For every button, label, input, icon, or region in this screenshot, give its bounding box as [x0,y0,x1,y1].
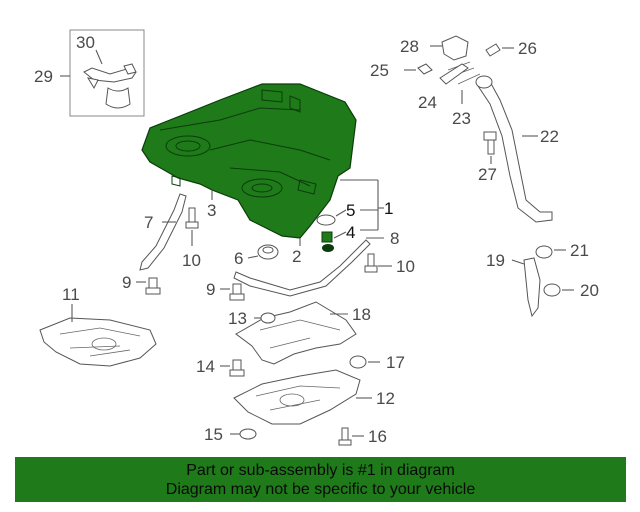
callout-21[interactable]: 21 [570,241,589,260]
bolt-part-16[interactable] [338,427,364,446]
callout-17[interactable]: 17 [386,353,405,372]
nut-part-6[interactable] [247,244,279,260]
clip-part-20[interactable] [543,283,574,297]
banner-line-1: Part or sub-assembly is #1 in diagram [186,462,455,479]
callout-11[interactable]: 11 [62,285,80,304]
callout-10a[interactable]: 10 [182,251,201,270]
heat-shield-part-18[interactable] [235,301,357,365]
bolt-part-10a[interactable] [185,207,199,246]
bolt-part-14[interactable] [220,359,245,377]
bolt-part-27[interactable] [483,131,497,164]
callout-2[interactable]: 2 [292,247,301,266]
callout-6[interactable]: 6 [234,249,243,268]
callout-13[interactable]: 13 [228,309,247,328]
callout-1[interactable]: 1 [384,199,393,218]
callout-9b[interactable]: 9 [206,280,215,299]
housing-part-28[interactable] [430,35,469,61]
bolt-part-9a[interactable] [136,277,161,295]
callout-9a[interactable]: 9 [122,273,131,292]
bolt-part-10b[interactable] [364,253,392,273]
callout-24[interactable]: 24 [418,93,437,112]
fuel-tank[interactable] [141,83,357,239]
bracket-part-26[interactable] [485,43,514,57]
callout-4[interactable]: 4 [346,223,355,242]
callout-23[interactable]: 23 [452,109,471,128]
strap-part-7[interactable] [139,193,187,271]
callout-14[interactable]: 14 [196,357,215,376]
info-banner: Part or sub-assembly is #1 in diagram Di… [15,457,626,502]
inset-box-29-30 [60,29,145,117]
callout-16[interactable]: 16 [368,427,387,446]
parts-diagram: 1 2 3 4 5 6 7 8 9 9 10 10 11 12 13 14 15… [34,29,599,446]
strap-part-8[interactable] [233,237,384,297]
banner-line-2: Diagram may not be specific to your vehi… [165,481,476,498]
nut-part-17[interactable] [349,355,380,369]
callout-29[interactable]: 29 [34,67,53,86]
callout-18[interactable]: 18 [352,305,371,324]
callout-26[interactable]: 26 [518,39,537,58]
callout-30[interactable]: 30 [76,33,95,52]
nut-part-15[interactable] [230,428,257,440]
callout-10b[interactable]: 10 [396,257,415,276]
gasket-part-5[interactable] [316,209,347,226]
callout-7[interactable]: 7 [144,213,153,232]
callout-12[interactable]: 12 [376,389,395,408]
bolt-part-9b[interactable] [220,283,245,301]
callout-25[interactable]: 25 [370,61,389,80]
clip-part-25[interactable] [404,63,433,75]
callout-8[interactable]: 8 [390,229,399,248]
filler-pipe-part-22[interactable] [475,75,553,223]
callout-19[interactable]: 19 [486,251,505,270]
bracket-part-19[interactable] [511,257,541,318]
seal-part-24[interactable] [439,63,469,85]
callout-15[interactable]: 15 [204,425,223,444]
callout-27[interactable]: 27 [478,165,497,184]
callout-3[interactable]: 3 [207,201,216,220]
callout-20[interactable]: 20 [580,281,599,300]
callout-bracket-1 [340,179,384,231]
clip-part-13[interactable] [254,312,276,324]
nut-part-21[interactable] [535,245,566,259]
heat-shield-part-11[interactable] [39,304,157,367]
callout-28[interactable]: 28 [400,37,419,56]
fuel-pump-part-4[interactable] [321,231,347,252]
heat-shield-part-12[interactable] [233,369,372,425]
callout-5[interactable]: 5 [346,201,355,220]
callout-22[interactable]: 22 [540,127,559,146]
